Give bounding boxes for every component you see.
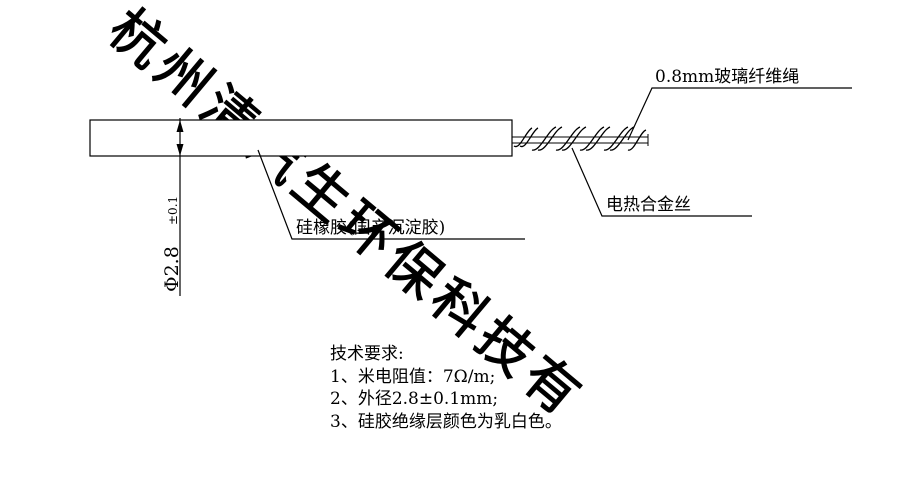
technical-notes: 技术要求: 1、米电阻值：7Ω/m; 2、外径2.8±0.1mm; 3、硅胶绝缘… — [330, 343, 562, 433]
silicone-leader — [257, 149, 525, 240]
fiber-cord-core — [512, 134, 649, 146]
diameter-label: Φ2.8 — [161, 246, 183, 292]
cable-body — [89, 119, 513, 157]
notes-item: 2、外径2.8±0.1mm; — [330, 389, 499, 409]
heating-wire-leader — [571, 147, 752, 217]
notes-title: 技术要求: — [330, 344, 404, 364]
fiber-cord-label: 0.8mm玻璃纤维绳 — [655, 67, 799, 87]
silicone-label: 硅橡胶(国产沉淀胶) — [296, 218, 445, 238]
tolerance-label: ±0.1 — [166, 196, 180, 225]
fiber-cord-leader — [627, 87, 852, 141]
heating-wire-coil — [513, 126, 647, 151]
diameter-dimension — [176, 118, 184, 296]
notes-item: 1、米电阻值：7Ω/m; — [330, 366, 496, 387]
notes-item: 3、硅胶绝缘层颜色为乳白色。 — [330, 411, 562, 432]
heating-wire-label: 电热合金丝 — [606, 195, 691, 215]
